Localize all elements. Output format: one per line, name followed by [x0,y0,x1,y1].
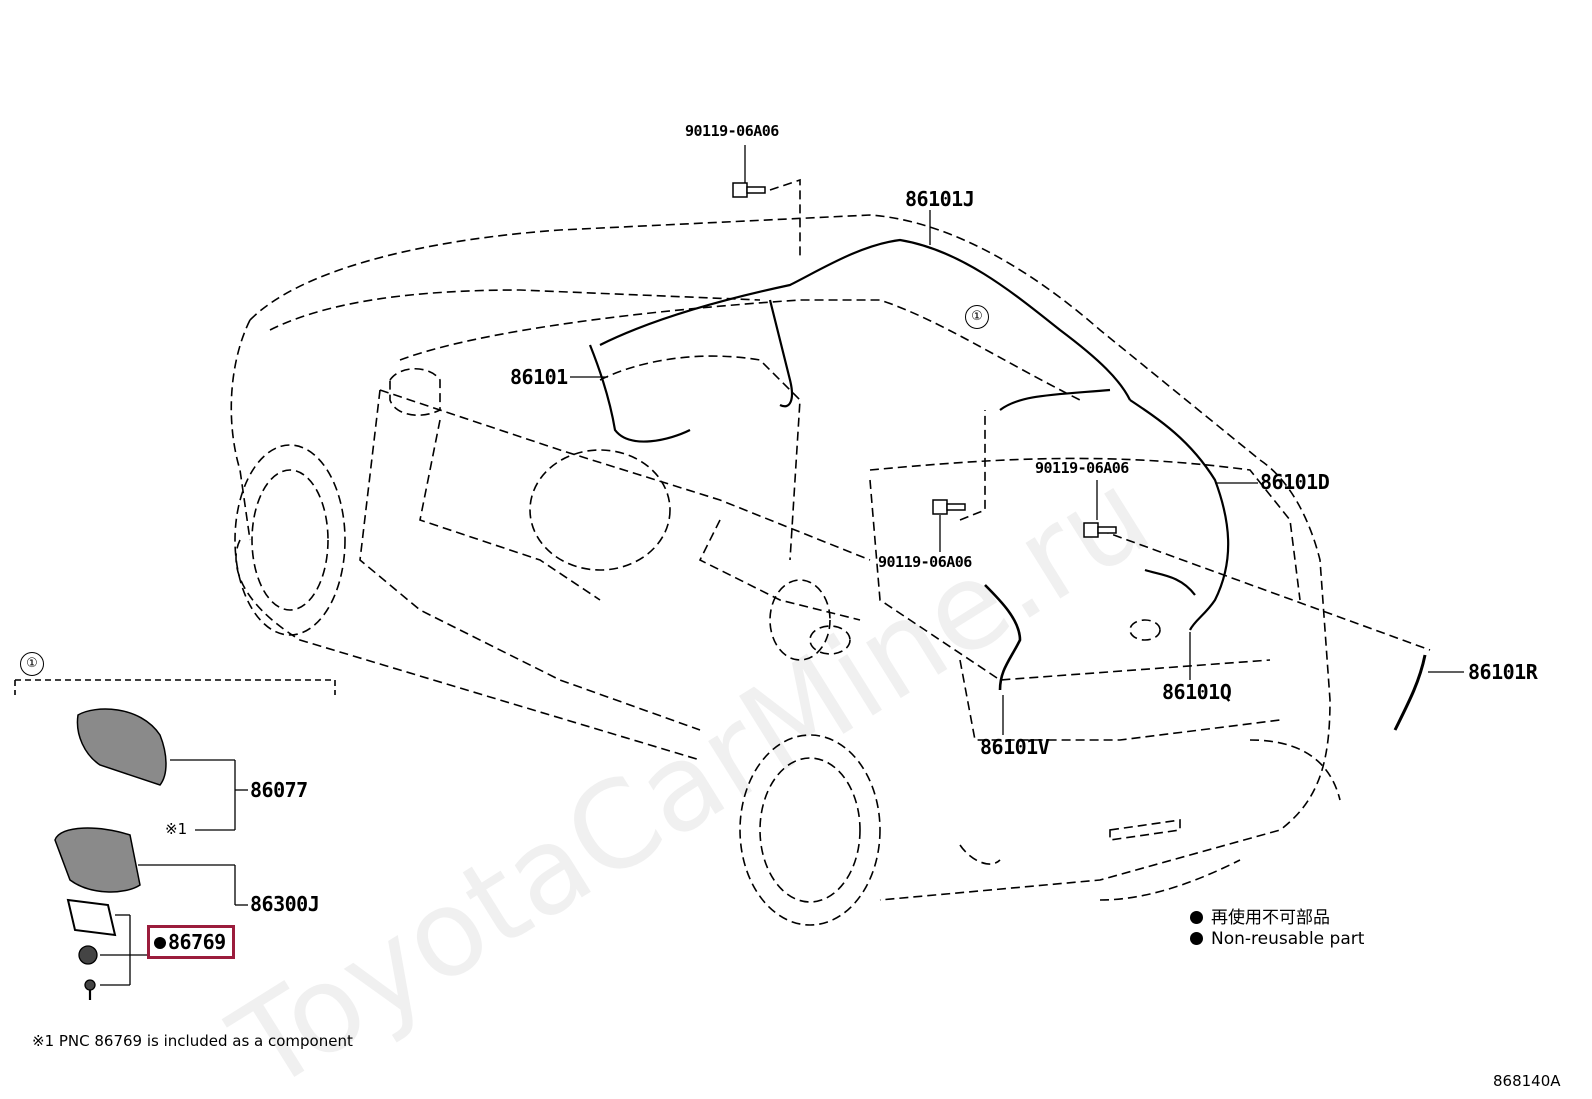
part-label-bolt-mid[interactable]: 90119-06A06 [878,553,972,571]
tailgate-harness-wire [1129,399,1230,631]
part-label-86101q[interactable]: 86101Q [1162,680,1232,704]
part-label-86101r[interactable]: 86101R [1468,660,1538,684]
note-ref-mark: ※1 [165,820,188,838]
footnote: ※1 PNC 86769 is included as a component [32,1032,353,1050]
legend-jp-text: 再使用不可部品 [1211,908,1330,928]
part-label-86769[interactable]: 86769 [147,925,235,959]
legend-en-text: Non-reusable part [1211,929,1365,949]
harness-v-wire [984,584,1022,691]
part-label-86300j[interactable]: 86300J [250,892,320,916]
callout-1-group: ① [20,652,44,676]
non-reusable-dot-icon [1190,911,1203,924]
part-label-bolt-right[interactable]: 90119-06A06 [1035,459,1129,477]
callout-1-car: ① [965,305,989,329]
legend-jp: 再使用不可部品 [1190,903,1330,928]
part-label-86769-text: 86769 [168,930,226,954]
legend-en: Non-reusable part [1190,929,1364,949]
part-label-86077[interactable]: 86077 [250,778,308,802]
bolt-icon [732,182,766,198]
non-reusable-dot-icon [1190,932,1203,945]
main-harness-wire [588,344,691,443]
part-label-86101[interactable]: 86101 [510,365,568,389]
antenna-assy [54,827,141,893]
harness-r-wire [1393,654,1427,731]
roof-harness-wire [599,238,1131,401]
non-reusable-dot-icon [154,937,166,949]
shark-fin-antenna-cover [76,708,167,786]
part-label-bolt-top[interactable]: 90119-06A06 [685,122,779,140]
gasket [66,898,117,937]
part-label-86101v[interactable]: 86101V [980,735,1050,759]
part-label-86101j[interactable]: 86101J [905,187,975,211]
diagram-code: 868140A [1493,1072,1561,1090]
part-label-86101d[interactable]: 86101D [1260,470,1330,494]
